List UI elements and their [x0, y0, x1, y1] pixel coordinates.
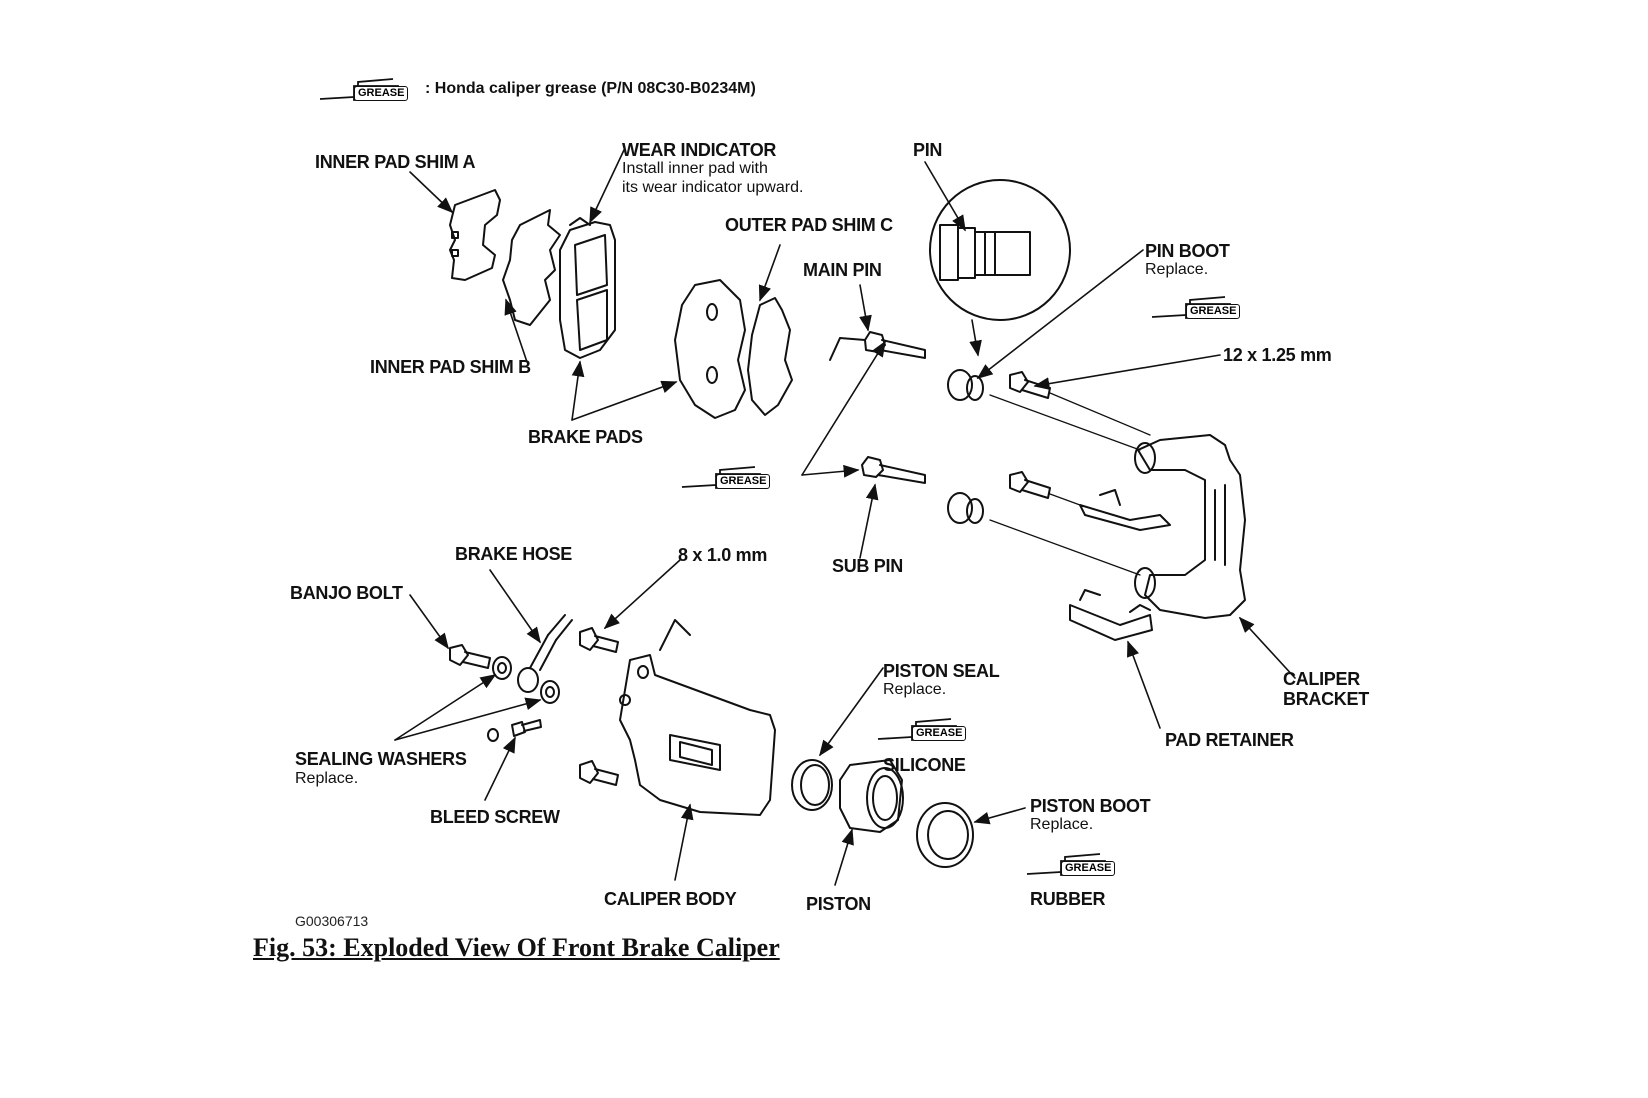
- label-piston-seal: PISTON SEAL: [883, 661, 1000, 681]
- pad-retainer-part: [1069, 589, 1153, 641]
- leader-lines: [394, 149, 1296, 886]
- grease-gun-icon: GREASE: [1150, 296, 1250, 322]
- pin-detail-circle: [929, 179, 1071, 321]
- inner-pad-shim-b-part: [502, 209, 561, 326]
- outer-brake-pad-part: [674, 279, 746, 419]
- piston-part: [839, 759, 904, 833]
- sealing-washers-note: Replace.: [295, 770, 359, 787]
- piston-boot-part: [916, 802, 974, 868]
- pin-boot-note: Replace.: [1145, 261, 1209, 278]
- caliper-body-part: [619, 619, 776, 816]
- sub-pin-part: [861, 456, 926, 484]
- wear-indicator-note-line1: Install inner pad with: [622, 160, 768, 177]
- label-banjo-bolt: BANJO BOLT: [290, 583, 403, 603]
- main-pin-part: [829, 331, 926, 361]
- label-inner-pad-shim-a: INNER PAD SHIM A: [315, 152, 476, 172]
- label-outer-pad-shim-c: OUTER PAD SHIM C: [725, 215, 893, 235]
- label-sub-pin: SUB PIN: [832, 556, 903, 576]
- label-rubber: RUBBER: [1030, 889, 1106, 909]
- label-bolt-12x1-25: 12 x 1.25 mm: [1223, 345, 1332, 365]
- wear-indicator-note-line2: its wear indicator upward.: [622, 179, 804, 196]
- piston-seal-part: [791, 759, 833, 811]
- label-pin: PIN: [913, 140, 943, 160]
- inner-pad-shim-a-part: [449, 189, 501, 281]
- legend-text: : Honda caliper grease (P/N 08C30-B0234M…: [425, 80, 756, 97]
- sealing-washer-parts: [492, 656, 560, 704]
- label-brake-pads: BRAKE PADS: [528, 427, 643, 447]
- label-silicone: SILICONE: [883, 755, 966, 775]
- label-caliper-body: CALIPER BODY: [604, 889, 737, 909]
- grease-gun-icon: GREASE: [318, 78, 418, 104]
- inner-brake-pad-part: [559, 217, 616, 359]
- figure-code: G00306713: [295, 913, 369, 929]
- piston-seal-note: Replace.: [883, 681, 947, 698]
- figure-caption: Fig. 53: Exploded View Of Front Brake Ca…: [253, 933, 780, 962]
- label-main-pin: MAIN PIN: [803, 260, 882, 280]
- label-brake-hose: BRAKE HOSE: [455, 544, 573, 564]
- piston-boot-note: Replace.: [1030, 816, 1094, 833]
- banjo-bolt-part: [449, 644, 491, 669]
- label-bolt-8x1-0: 8 x 1.0 mm: [678, 545, 768, 565]
- grease-gun-icon: GREASE: [680, 466, 780, 492]
- pin-boot-parts: [947, 369, 984, 524]
- bleed-screw-part: [487, 719, 542, 742]
- caliper-bracket-part: [1134, 434, 1246, 619]
- label-sealing-washers: SEALING WASHERS: [295, 749, 467, 769]
- bracket-bolts: [1009, 371, 1051, 499]
- label-pin-boot: PIN BOOT: [1145, 241, 1230, 261]
- caliper-bolts: [579, 627, 619, 786]
- upper-pad-retainer-part: [1079, 489, 1171, 531]
- label-piston-boot: PISTON BOOT: [1030, 796, 1151, 816]
- label-caliper-bracket-line1: CALIPER: [1283, 669, 1360, 689]
- brake-hose-part: [517, 614, 573, 693]
- outer-pad-shim-c-part: [747, 297, 793, 416]
- label-wear-indicator: WEAR INDICATOR: [622, 140, 777, 160]
- grease-gun-icon: GREASE: [1025, 853, 1125, 879]
- label-caliper-bracket-line2: BRACKET: [1283, 689, 1369, 709]
- label-inner-pad-shim-b: INNER PAD SHIM B: [370, 357, 531, 377]
- label-piston: PISTON: [806, 894, 871, 914]
- grease-gun-icon: GREASE: [876, 718, 976, 744]
- label-pad-retainer: PAD RETAINER: [1165, 730, 1294, 750]
- label-bleed-screw: BLEED SCREW: [430, 807, 560, 827]
